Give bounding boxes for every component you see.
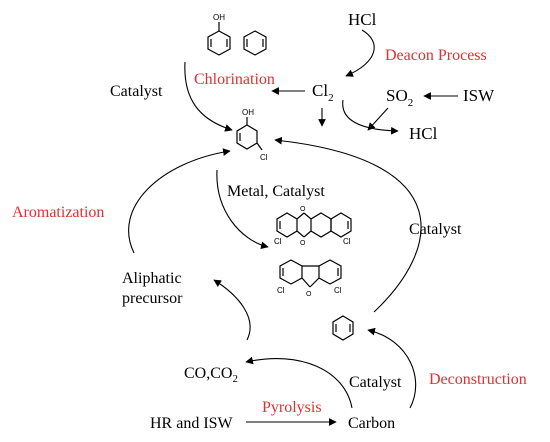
deacon-process-label: Deacon Process — [385, 47, 487, 64]
arrow-deacon — [345, 29, 375, 77]
isw-top-label: ISW — [463, 86, 495, 105]
arrow-catalyst-right — [274, 136, 422, 313]
catalyst-bottom-label: Catalyst — [349, 374, 402, 391]
catalyst-top-left-label: Catalyst — [110, 83, 163, 100]
dibenzofuran-molecule — [279, 259, 342, 288]
metal-catalyst-label: Metal, Catalyst — [227, 183, 325, 200]
chlorination-label: Chlorination — [194, 71, 275, 88]
hr-and-isw-label: HR and ISW — [150, 415, 234, 432]
dibenzofuran-cl-left: Cl — [277, 286, 285, 295]
co-co2-label: CO,CO2 — [184, 365, 238, 385]
dibenzofuran-o: O — [306, 291, 312, 298]
dioxin-cl-left: Cl — [274, 237, 282, 246]
dioxin-o-bottom: O — [300, 240, 306, 247]
arrow-carbon-co — [245, 356, 353, 409]
hcl-mid-label: HCl — [409, 124, 438, 143]
carbon-label: Carbon — [348, 415, 395, 432]
dioxin-molecule — [276, 212, 352, 238]
chlorophenol-oh-label: OH — [242, 108, 254, 117]
aliphatic-line1: Aliphatic — [122, 270, 182, 287]
arrow-aromatization — [128, 148, 231, 254]
dibenzofuran-cl-right: Cl — [334, 286, 342, 295]
arrow-co-aliphatic — [213, 279, 251, 341]
catalyst-right-label: Catalyst — [409, 221, 462, 238]
benzene-molecule-bottom — [332, 315, 354, 341]
arrow-chlorination — [184, 61, 233, 132]
deconstruction-label: Deconstruction — [429, 371, 527, 388]
hcl-top-label: HCl — [348, 10, 377, 29]
so2-label: SO2 — [386, 86, 413, 109]
arrow-metal-catalyst — [216, 169, 269, 250]
pyrolysis-label: Pyrolysis — [262, 399, 322, 416]
benzene-molecule-top — [243, 30, 267, 56]
dioxin-cl-right: Cl — [343, 237, 351, 246]
cl2-label: Cl2 — [312, 81, 334, 104]
aliphatic-line2: precursor — [122, 290, 183, 307]
dioxin-o-top: O — [300, 206, 306, 213]
arrow-so2-hcl — [367, 107, 389, 131]
aromatization-label: Aromatization — [12, 204, 104, 221]
chlorophenol-molecule — [236, 117, 263, 151]
arrow-cl2-hcl — [342, 99, 399, 135]
phenol-molecule — [207, 22, 231, 56]
chlorophenol-cl-label: Cl — [260, 153, 268, 162]
arrow-deconstruction — [367, 327, 417, 409]
phenol-oh-label: OH — [213, 13, 225, 22]
